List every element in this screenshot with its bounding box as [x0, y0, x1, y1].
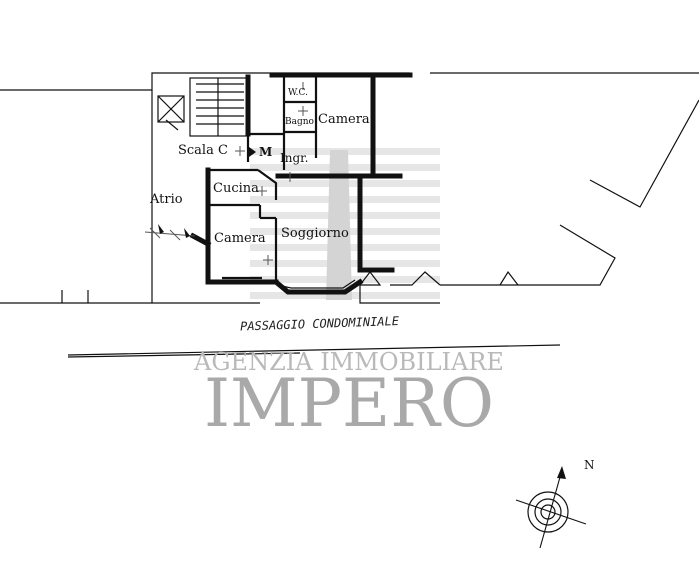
- label-ingresso: Ingr.: [280, 151, 308, 165]
- watermark-stripes: [250, 148, 440, 300]
- label-atrio: Atrio: [149, 192, 183, 207]
- label-m: M: [259, 145, 272, 159]
- label-camera-bottom: Camera: [214, 231, 266, 246]
- label-scala: Scala C: [178, 143, 228, 158]
- passage-lines: [67, 344, 561, 358]
- label-cucina: Cucina: [213, 181, 259, 196]
- label-camera-top: Camera: [318, 112, 370, 127]
- apartment-walls: [189, 72, 413, 295]
- doors: [144, 82, 308, 265]
- watermark-impero: IMPERO: [204, 365, 494, 442]
- staircase: [157, 77, 249, 137]
- passage-label: PASSAGGIO CONDOMINIALE: [240, 314, 400, 334]
- label-bagno: Bagno: [285, 117, 314, 127]
- label-soggiorno: Soggiorno: [281, 226, 349, 241]
- compass-icon: [515, 466, 587, 549]
- watermark-agency: AGENZIA IMMOBILIARE: [193, 348, 504, 376]
- compass-north-label: N: [584, 458, 595, 472]
- label-wc: W.C.: [288, 88, 308, 98]
